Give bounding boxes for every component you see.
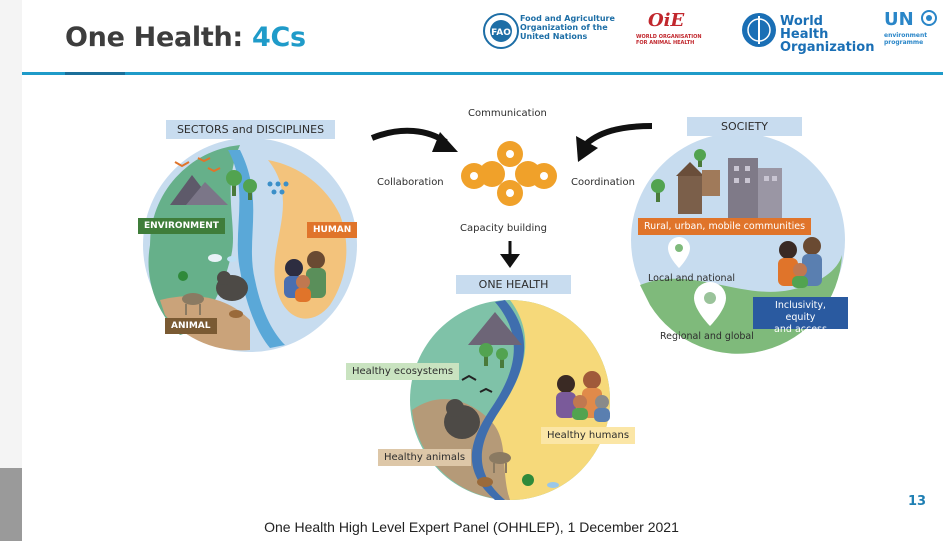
slide-title: One Health: 4Cs xyxy=(65,22,306,53)
healthy-humans-tag: Healthy humans xyxy=(541,427,636,444)
local-national-label: Local and national xyxy=(648,273,736,284)
arrow-left-icon xyxy=(370,127,458,152)
unep-logo-text: environment programme xyxy=(884,32,928,46)
healthy-animals-tag: Healthy animals xyxy=(378,449,472,466)
footer-citation: One Health High Level Expert Panel (OHHL… xyxy=(264,519,679,535)
one-health-heading: ONE HEALTH xyxy=(456,275,571,294)
who-logo-text: World Health Organization xyxy=(780,14,875,55)
animal-tag: ANIMAL xyxy=(165,318,217,334)
healthy-ecosystems-tag: Healthy ecosystems xyxy=(346,363,460,380)
header-rule xyxy=(22,72,943,75)
oie-logo-mark: OiE xyxy=(648,10,685,31)
header-rule-accent xyxy=(65,72,125,75)
regional-global-label: Regional and global xyxy=(660,331,754,342)
human-tag: HUMAN xyxy=(307,222,358,238)
communities-tag: Rural, urban, mobile communities xyxy=(638,218,812,235)
environment-tag: ENVIRONMENT xyxy=(138,218,225,234)
arrow-right-icon xyxy=(576,123,653,162)
arrow-down-icon xyxy=(500,241,520,268)
left-rail-block xyxy=(0,468,22,541)
oie-logo-text: WORLD ORGANISATION FOR ANIMAL HEALTH xyxy=(636,34,702,46)
one-health-circle xyxy=(410,300,610,500)
sectors-circle xyxy=(143,138,357,352)
fao-logo-text: Food and Agriculture Organization of the… xyxy=(520,14,615,41)
collaboration-label: Collaboration xyxy=(377,177,444,188)
left-rail xyxy=(0,0,22,541)
sectors-heading: SECTORS and DISCIPLINES xyxy=(166,120,335,139)
inclusivity-tag: Inclusivity, equity and access xyxy=(753,297,848,335)
gears-icon xyxy=(461,141,557,206)
society-circle xyxy=(631,133,845,354)
communication-label: Communication xyxy=(468,108,547,119)
coordination-label: Coordination xyxy=(571,177,635,188)
title-accent: 4Cs xyxy=(252,22,306,53)
unep-logo-mark: UN xyxy=(884,9,914,30)
title-main: One Health: xyxy=(65,22,252,53)
page-number: 13 xyxy=(908,494,927,509)
capacity-building-label: Capacity building xyxy=(460,223,547,234)
society-heading: SOCIETY xyxy=(687,117,802,136)
